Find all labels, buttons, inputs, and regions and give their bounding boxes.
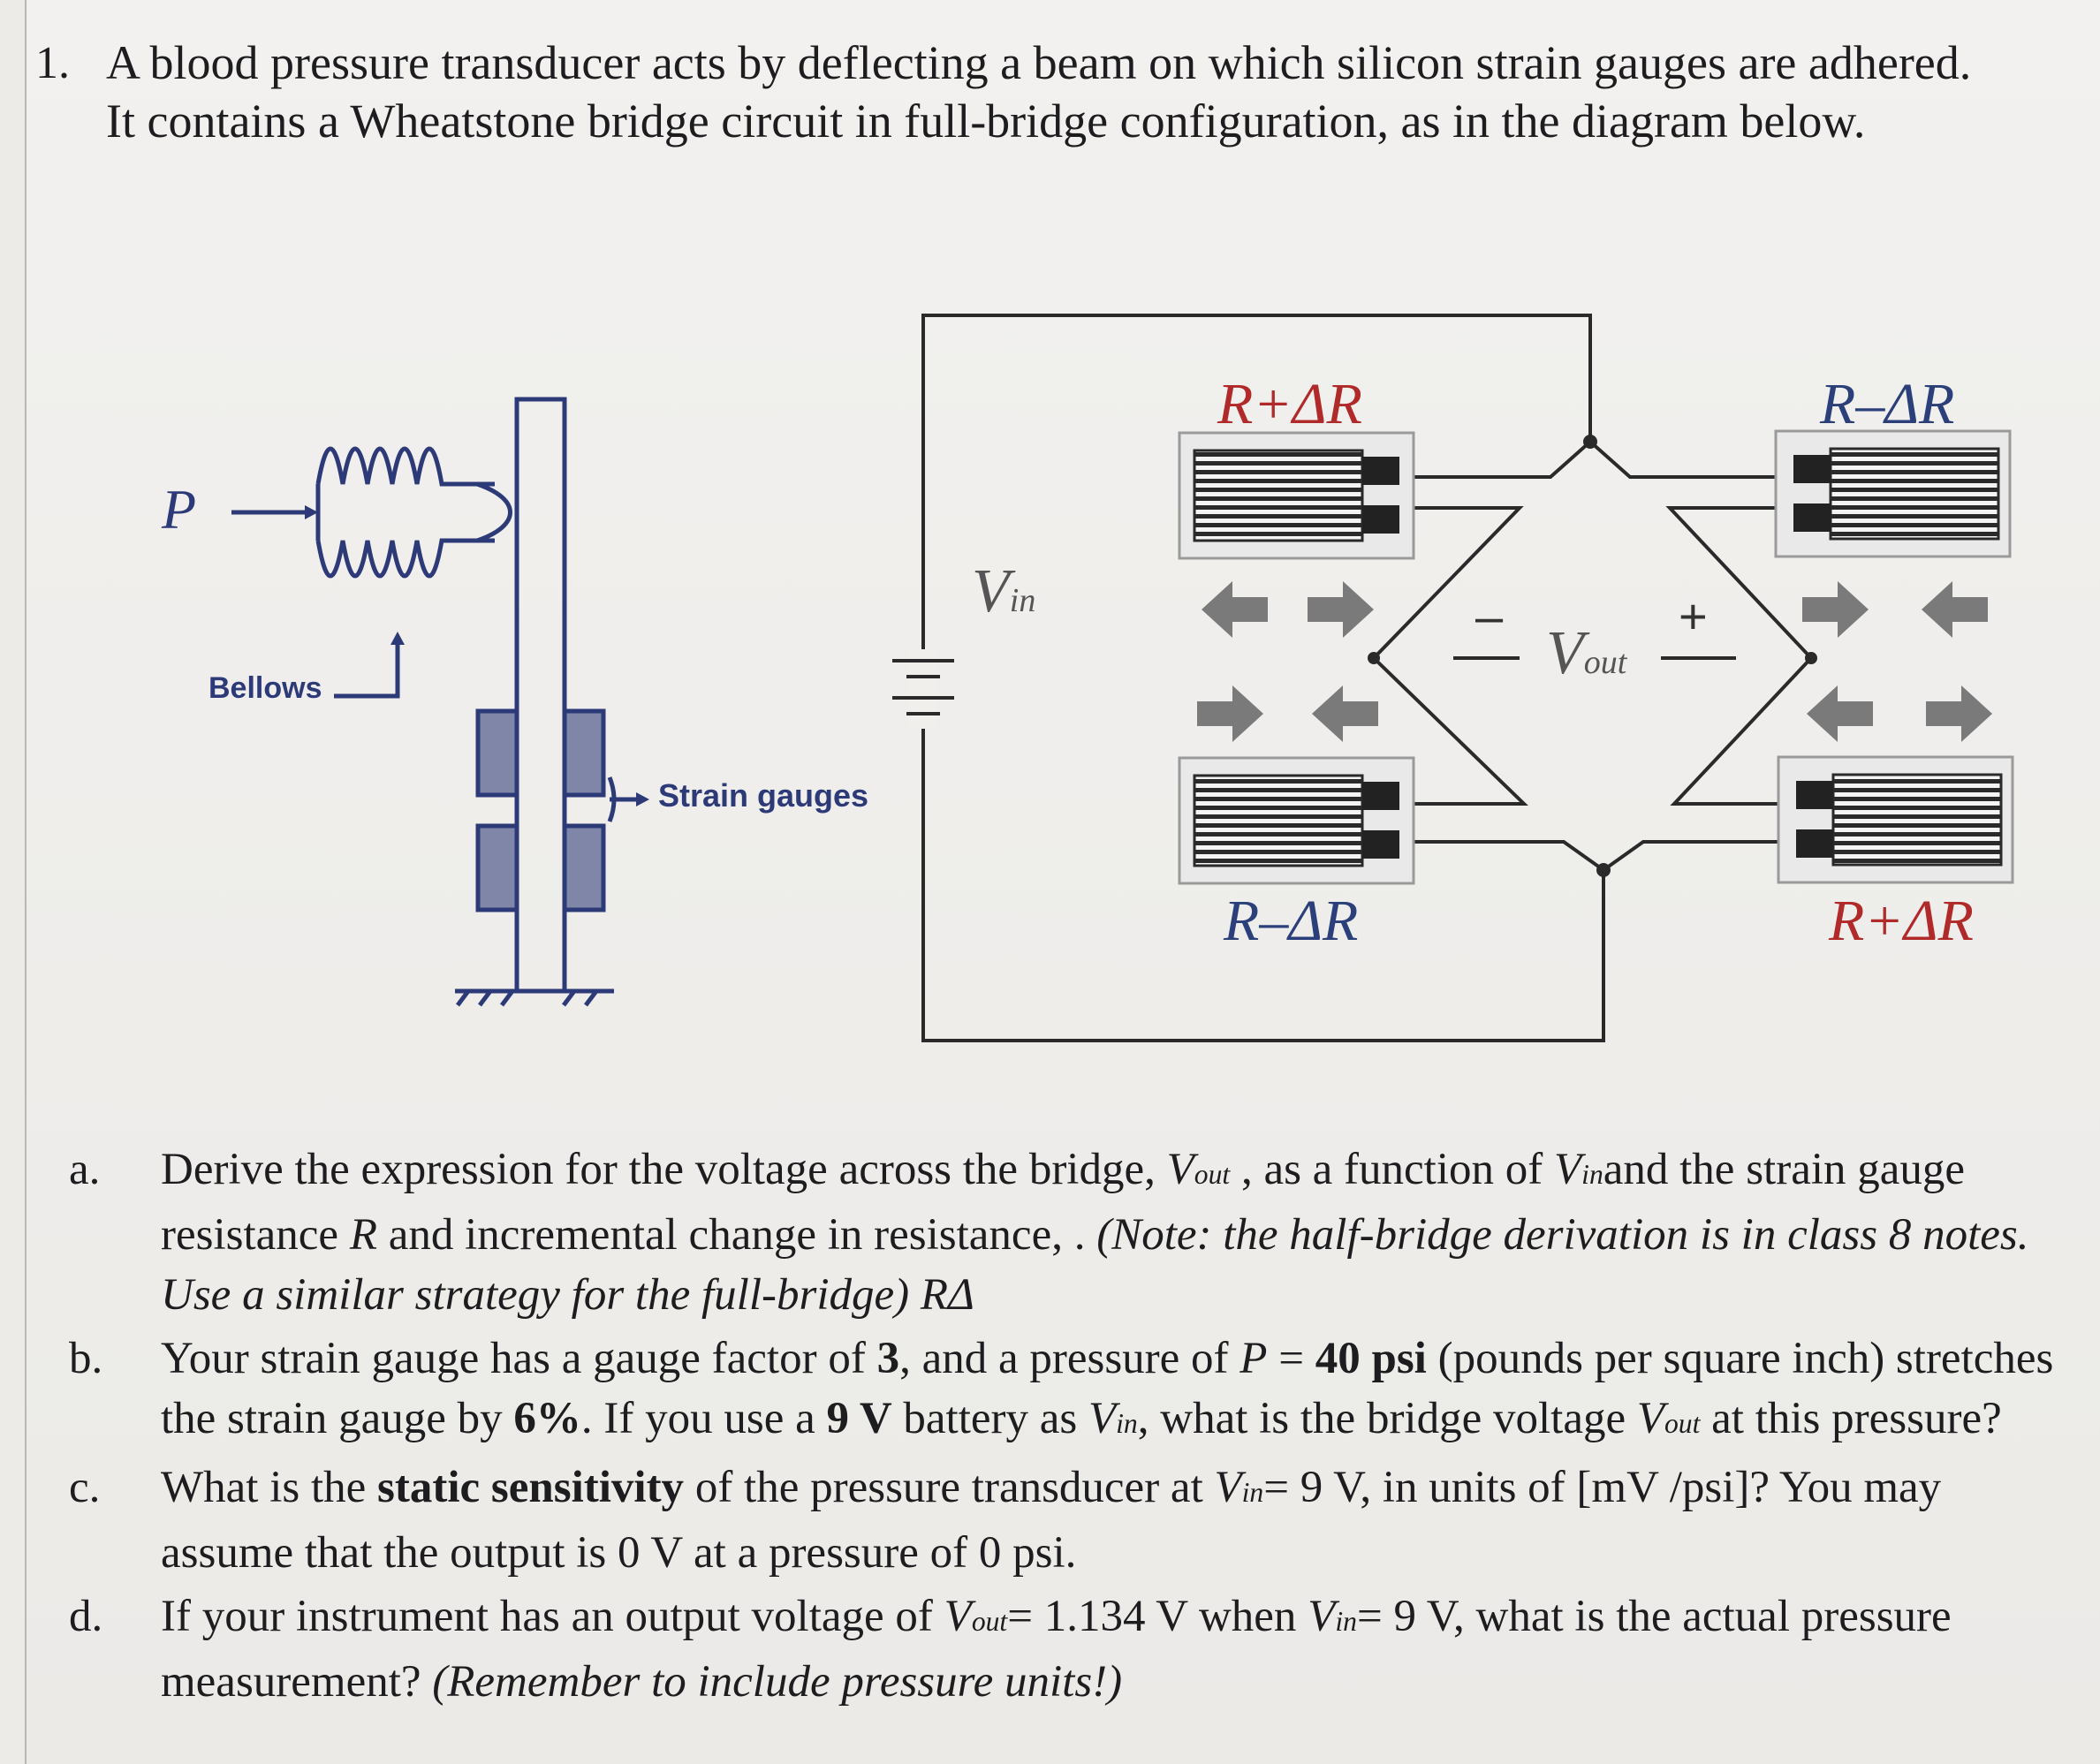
part-b-text: Your strain gauge has a gauge factor of …: [161, 1334, 2054, 1443]
strain-arrows: [1197, 581, 1992, 742]
part-letter: d.: [69, 1592, 103, 1641]
part-b: b. Your strain gauge has a gauge factor …: [69, 1329, 2083, 1454]
arrow-right-icon: [1802, 581, 1869, 638]
part-letter: a.: [69, 1145, 101, 1194]
bridge-circuit: [892, 314, 1817, 1042]
strain-gauges-label: Strain gauges: [658, 777, 869, 814]
vout-plus: +: [1679, 588, 1708, 644]
arrow-left-icon: [1312, 685, 1378, 742]
arrow-left-icon: [1922, 581, 1988, 638]
vout-minus: –: [1475, 588, 1504, 644]
arrow-right-icon: [1926, 685, 1992, 742]
question-intro: A blood pressure transducer acts by defl…: [106, 36, 1972, 148]
vin-label: Vin: [972, 557, 1036, 625]
battery-symbol: [892, 649, 954, 729]
part-c: c. What is the static sensitivity of the…: [69, 1457, 2083, 1583]
sub-questions: a. Derive the expression for the voltage…: [69, 1139, 2083, 1715]
arrow-right-icon: [1197, 685, 1263, 742]
gauge-top-right: [1774, 429, 2012, 558]
transducer-diagram: [231, 397, 649, 1007]
part-letter: b.: [69, 1334, 103, 1383]
arrow-left-icon: [1807, 685, 1873, 742]
gauge-bottom-left: [1178, 756, 1415, 885]
gauge-label-bottom-right: R+ΔR: [1829, 889, 1974, 953]
question-number: 1.: [35, 38, 70, 88]
bellows-top: [315, 446, 495, 487]
gauge-label-top-right: R–ΔR: [1820, 372, 1955, 436]
pressure-label: P: [162, 478, 197, 541]
bellows-bottom: [315, 538, 495, 579]
part-d-text: If your instrument has an output voltage…: [161, 1592, 1952, 1707]
gauge-label-top-left: R+ΔR: [1217, 372, 1362, 436]
gauge-label-bottom-left: R–ΔR: [1224, 889, 1359, 953]
vout-label: Vout: [1546, 619, 1627, 687]
arrow-right-icon: [1308, 581, 1374, 638]
part-a-text: Derive the expression for the voltage ac…: [161, 1145, 2029, 1320]
bellows-label: Bellows: [208, 671, 322, 705]
gauge-bottom-right: [1777, 755, 2014, 884]
gauge-top-left: [1178, 431, 1415, 560]
part-d: d. If your instrument has an output volt…: [69, 1586, 2083, 1712]
part-a: a. Derive the expression for the voltage…: [69, 1139, 2083, 1325]
part-letter: c.: [69, 1463, 101, 1512]
worksheet-page: [25, 0, 2100, 1764]
part-c-text: What is the static sensitivity of the pr…: [161, 1463, 1942, 1578]
arrow-left-icon: [1202, 581, 1268, 638]
